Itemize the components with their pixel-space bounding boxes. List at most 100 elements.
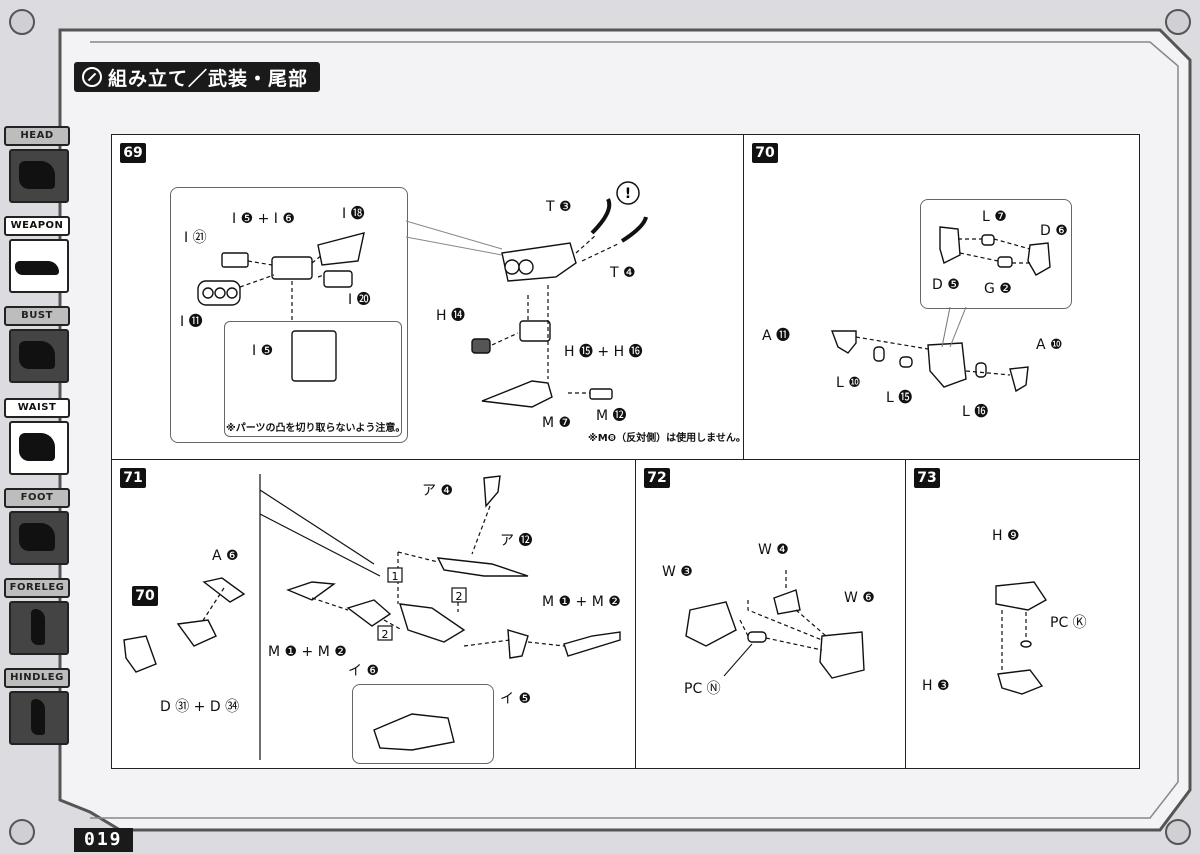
label-a11: A ⓫	[762, 328, 791, 344]
cannon-right	[563, 631, 621, 657]
part-i18	[317, 232, 365, 266]
label-d31-d34: D ㉛ + D ㉞	[160, 699, 240, 715]
label-w6: W ❻	[844, 590, 875, 606]
part-d6	[1027, 242, 1051, 276]
part-a11	[830, 330, 857, 354]
cannon-barrel	[481, 380, 553, 408]
hose-t3	[590, 198, 612, 235]
tail-assembly	[927, 342, 967, 388]
label-h9: H ❾	[992, 528, 1020, 544]
page-title-text: 組み立て／武装・尾部	[108, 67, 309, 90]
page-title: 組み立て／武装・尾部	[74, 62, 321, 92]
sidebar-item-label: FORELEG	[4, 578, 70, 598]
part-w3	[685, 601, 737, 647]
page-number: 019	[74, 828, 133, 852]
part-d31-d34	[176, 619, 217, 647]
caution-icon	[616, 181, 640, 205]
label-g2: G ❷	[984, 281, 1012, 297]
step-70-diagram	[830, 226, 1051, 393]
label-t3: T ❸	[546, 199, 572, 215]
completed-tail	[373, 713, 455, 751]
label-m7: M ❼	[542, 415, 572, 431]
label-l10: L ❿	[836, 375, 861, 391]
label-m1-m2-right: M ❶ + M ❷	[542, 594, 621, 610]
part-l10	[873, 346, 885, 362]
note-inset: ※パーツの凸を切り取らないよう注意。	[226, 423, 406, 434]
sidebar-item-label: HINDLEG	[4, 668, 70, 688]
sequence-marker-label: 2	[382, 628, 389, 641]
step-number: 70	[752, 143, 778, 163]
label-h14: H ⓮	[436, 308, 465, 324]
part-l15	[899, 356, 913, 368]
sidebar-item-label: FOOT	[4, 488, 70, 508]
label-pcn: PC Ⓝ	[684, 681, 721, 697]
label-i11: I ⓫	[180, 314, 203, 330]
sidebar-item-weapon[interactable]: WEAPON	[4, 216, 70, 293]
part-w4	[773, 589, 801, 615]
sidebar-item-foreleg[interactable]: FORELEG	[4, 578, 70, 655]
step-72-panel: 72 W ❹ W ❸ W ❻ PC Ⓝ	[635, 459, 906, 769]
step-number: 73	[914, 468, 940, 488]
sidebar-item-label: WAIST	[4, 398, 70, 418]
label-a6: A ❻	[212, 548, 239, 564]
part-イ6	[346, 599, 392, 627]
tail-main	[399, 603, 466, 643]
label-d5: D ❺	[932, 277, 960, 293]
bust-thumbnail-icon	[9, 329, 69, 383]
reference-step-number: 70	[132, 586, 158, 606]
weapon-thumbnail-icon	[9, 239, 69, 293]
part-d5	[939, 226, 961, 265]
sidebar-item-hindleg[interactable]: HINDLEG	[4, 668, 70, 745]
sidebar-item-label: BUST	[4, 306, 70, 326]
label-l7: L ❼	[982, 209, 1007, 225]
sidebar-item-bust[interactable]: BUST	[4, 306, 70, 383]
part-h14	[471, 338, 491, 354]
sidebar-item-waist[interactable]: WAIST	[4, 398, 70, 475]
step-number: 71	[120, 468, 146, 488]
sequence-marker-label: 1	[392, 570, 399, 583]
step-number: 72	[644, 468, 670, 488]
hose-t4	[620, 216, 648, 243]
part-イ5	[507, 629, 529, 659]
sequence-marker-1	[451, 587, 467, 603]
label-w4: W ❹	[758, 542, 789, 558]
foot-thumbnail-icon	[9, 511, 69, 565]
cannon-left	[286, 581, 336, 601]
sidebar-item-head[interactable]: HEAD	[4, 126, 70, 203]
part-w6	[819, 631, 865, 679]
step-70-panel: 70 L ❼ D ❻ D ❺ G ❷ A ⓫ A ❿ L ❿ L ⓯ L ⓰	[743, 134, 1140, 460]
label-d6: D ❻	[1040, 223, 1068, 239]
part-ref70	[123, 635, 157, 673]
part-l16	[975, 362, 987, 378]
label-イ6: イ ❻	[348, 663, 380, 679]
label-t4: T ❹	[610, 265, 636, 281]
step-71-panel: 71 70 1	[111, 459, 636, 769]
sidebar-item-foot[interactable]: FOOT	[4, 488, 70, 565]
sequence-marker-label: 2	[456, 590, 463, 603]
hindleg-thumbnail-icon	[9, 691, 69, 745]
label-m1-m2-left: M ❶ + M ❷	[268, 644, 347, 660]
part-ア12	[436, 557, 529, 577]
part-i5-i6	[271, 256, 313, 280]
label-l16: L ⓰	[962, 404, 989, 420]
part-g2	[997, 256, 1013, 268]
foreleg-thumbnail-icon	[9, 601, 69, 655]
step-69-diagram: !	[197, 181, 648, 408]
label-i20: I ⓴	[348, 292, 371, 308]
part-a10	[1009, 366, 1029, 393]
part-h15-h16	[519, 320, 551, 342]
label-ア4: ア ❹	[422, 483, 454, 499]
step-72-diagram	[685, 570, 865, 679]
part-m12	[589, 388, 613, 400]
label-h3: H ❸	[922, 678, 950, 694]
waist-thumbnail-icon	[9, 421, 69, 475]
label-i5-i6: I ❺ + I ❻	[232, 211, 295, 227]
part-i20	[323, 270, 353, 288]
part-i5-detail	[291, 330, 337, 382]
sidebar-item-label: WEAPON	[4, 216, 70, 236]
label-m12: M ⓬	[596, 408, 627, 424]
part-l7	[981, 234, 995, 246]
part-pck	[1020, 640, 1032, 648]
label-i5-inset: I ❺	[252, 343, 274, 359]
label-i21: I ㉑	[184, 230, 207, 246]
